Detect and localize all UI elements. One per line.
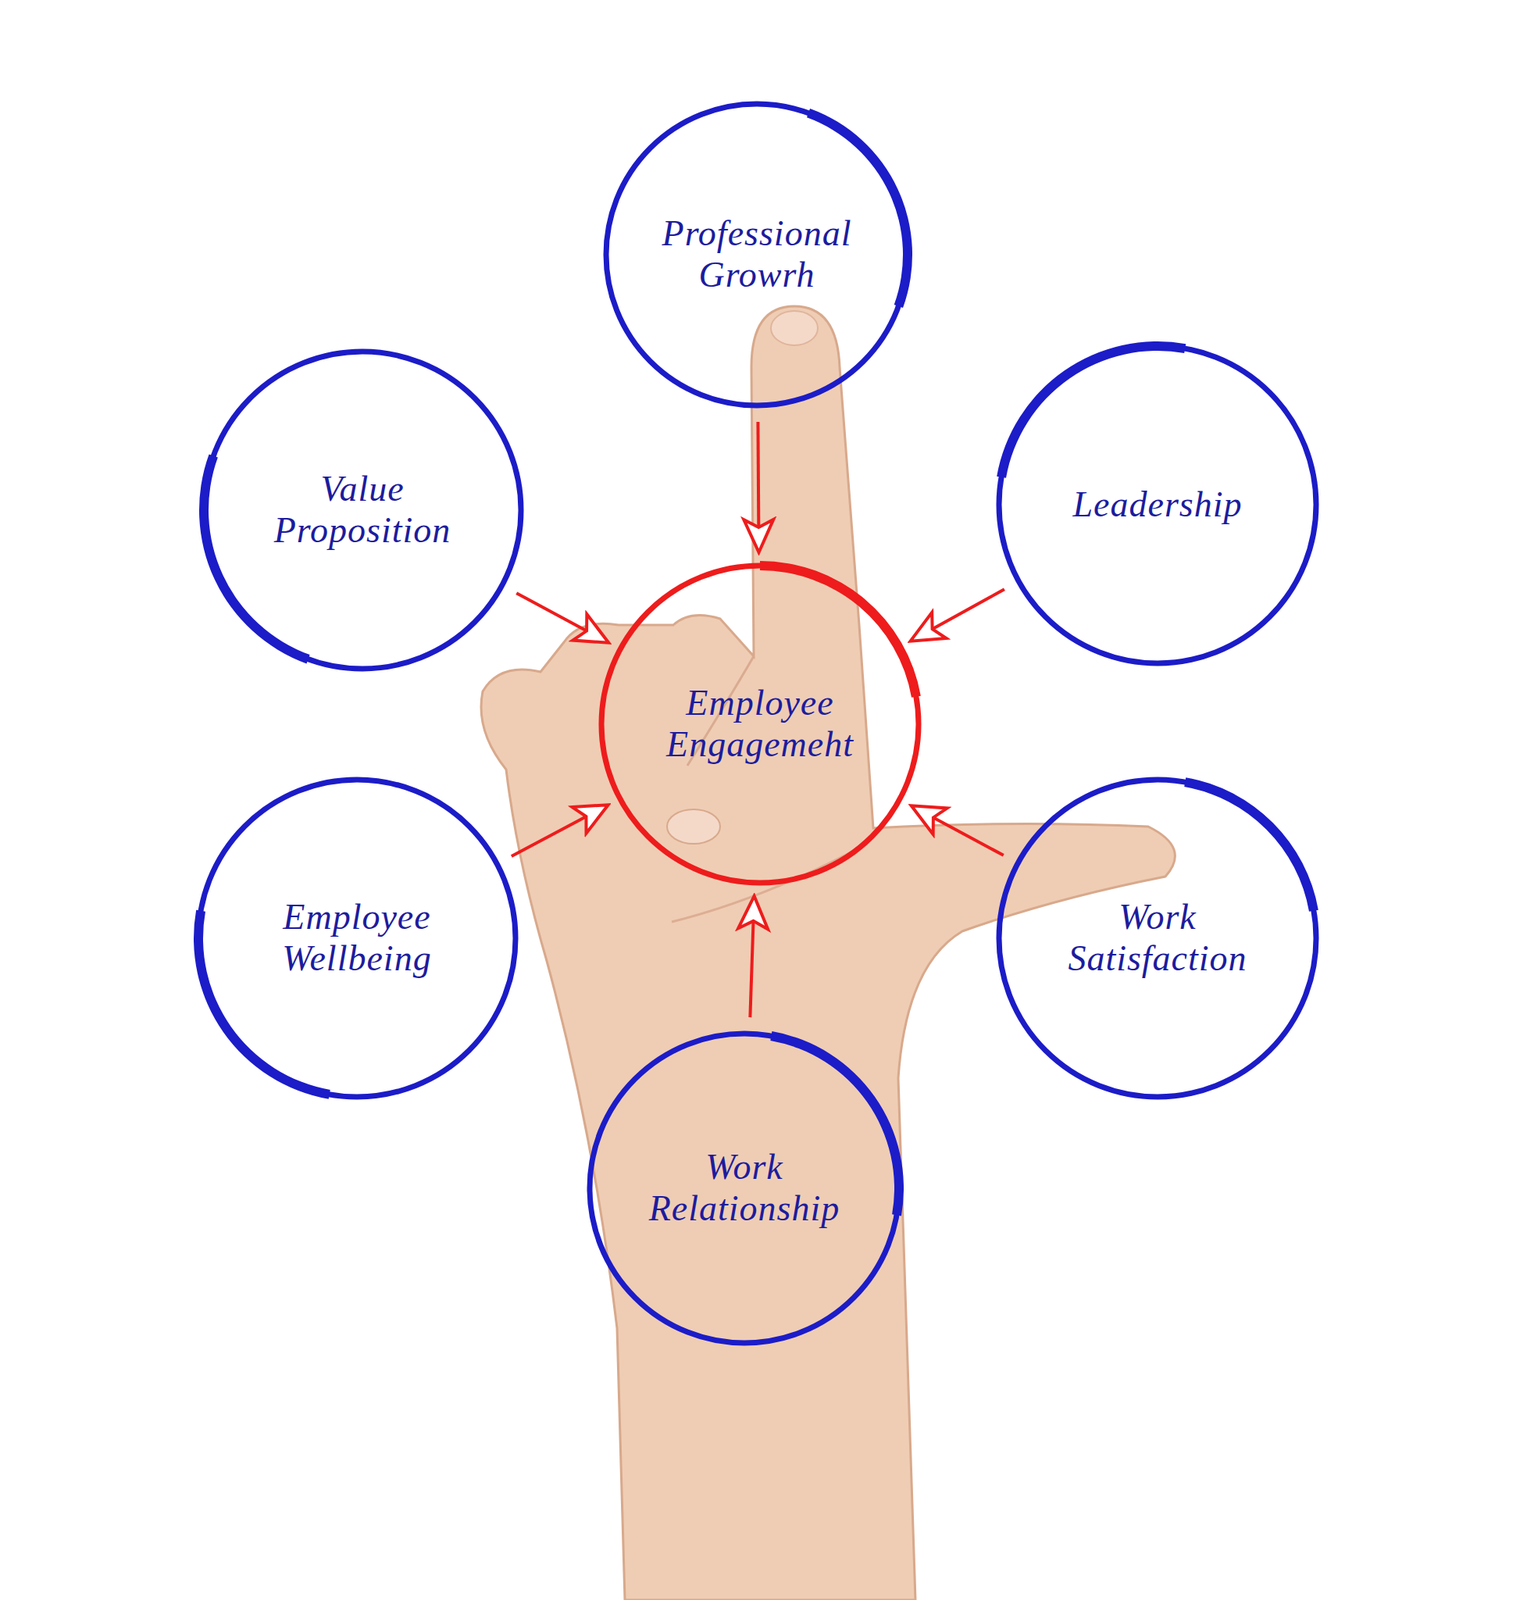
node-label: Work Relationship (627, 1146, 862, 1230)
fingernail (667, 809, 721, 844)
node-label: Employee Wellbeing (239, 896, 475, 980)
circle-brush-accent (199, 454, 311, 664)
circle-brush-accent (1184, 777, 1319, 912)
factor-circle: Employee Wellbeing (192, 774, 521, 1103)
circle-brush-accent (996, 341, 1186, 479)
arrow-connector (511, 805, 607, 857)
node-label: Work Satisfaction (1040, 896, 1275, 980)
circle-brush-accent (770, 1031, 904, 1216)
factor-circle: Leadership (993, 340, 1322, 669)
node-label: Employee Engagemeht (642, 682, 878, 766)
circle-brush-accent (806, 108, 913, 308)
arrow-connector (516, 592, 607, 643)
node-label: Professional Growrh (639, 213, 875, 297)
factor-circle: Work Satisfaction (993, 774, 1322, 1103)
factor-circle: Value Proposition (198, 346, 527, 675)
circle-brush-accent (759, 560, 921, 698)
node-label: Leadership (1073, 484, 1243, 526)
node-label: Value Proposition (245, 468, 480, 552)
factor-circle: Work Relationship (584, 1027, 905, 1349)
fingernail (770, 310, 818, 346)
arrow-connector (912, 806, 1003, 856)
arrow-connector (757, 421, 759, 551)
arrow-connector (749, 897, 754, 1017)
factor-circle: Professional Growrh (600, 98, 914, 411)
arrow-connector (911, 588, 1005, 640)
center-circle: Employee Engagemeht (595, 560, 925, 889)
